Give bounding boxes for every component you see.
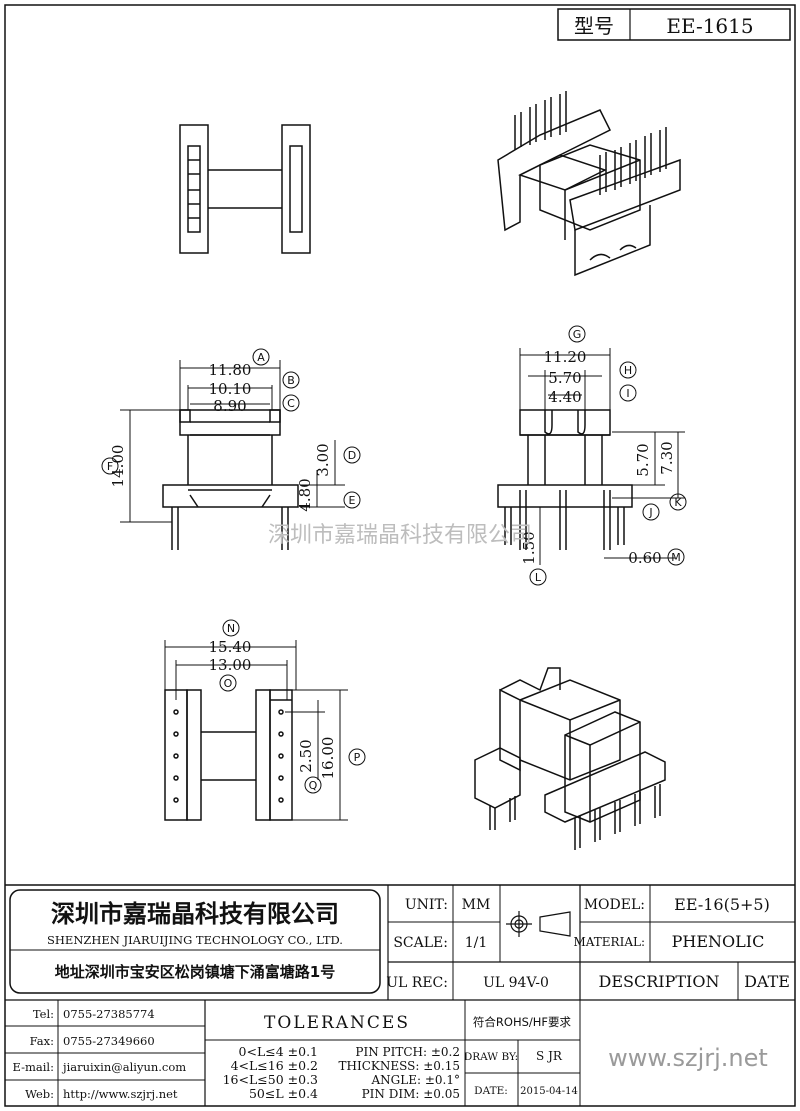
dim-G-value: 11.20 [544,348,587,366]
website-large[interactable]: www.szjrj.net [608,1044,768,1072]
dim-J-value: 5.70 [634,443,652,476]
isometric-view-top [497,91,681,277]
dim-Q-value: 2.50 [297,739,315,772]
tolerance-row-2: 4<L≤16 ±0.2 [231,1058,318,1073]
dim-P-value: 16.00 [319,737,337,780]
fax-value: 0755-27349660 [63,1034,155,1048]
dim-letter-labels-bottom: N O P Q [224,622,361,792]
dim-letter-J: J [648,506,652,519]
pin-tolerances: PIN PITCH: ±0.2 THICKNESS: ±0.15 ANGLE: … [339,1045,460,1101]
fax-label: Fax: [30,1034,54,1048]
dim-letter-M: M [671,551,681,564]
dim-letter-I: I [626,387,629,400]
isometric-view-bottom [474,667,666,850]
bottom-view-dimensions [164,640,348,821]
dim-O-value: 13.00 [209,656,252,674]
dim-letter-D: D [348,449,356,462]
draw-by-value: S JR [536,1049,563,1063]
dim-D-value: 3.00 [314,443,332,476]
dim-letter-O: O [224,677,233,690]
dim-letter-F: F [107,460,113,473]
model-box-label: 型号 [574,14,614,38]
pin-angle: ANGLE: ±0.1° [371,1073,460,1087]
top-view-drawing [179,124,311,254]
pin-dim: PIN DIM: ±0.05 [362,1087,460,1101]
dim-letters-bottom [219,619,366,794]
scale-label: SCALE: [393,935,448,951]
contact-block: Tel: 0755-27385774 Fax: 0755-27349660 E-… [13,1007,187,1101]
tolerance-ranges: 0<L≤4 ±0.1 4<L≤16 ±0.2 16<L≤50 ±0.3 50≤L… [223,1044,318,1101]
dim-E-value: 4.80 [296,478,314,511]
watermark-text: 深圳市嘉瑞晶科技有限公司 [268,523,532,548]
dim-K-value: 7.30 [658,441,676,474]
unit-label: UNIT: [405,897,448,913]
sheet-border [4,4,796,1107]
dim-C-value: 8.90 [213,397,246,415]
dim-letter-Q: Q [309,779,318,792]
company-name-en: SHENZHEN JIARUIJING TECHNOLOGY CO., LTD. [47,933,343,947]
material-label: MATERIAL: [573,935,645,949]
tel-label: Tel: [33,1007,54,1021]
dim-N-value: 15.40 [209,638,252,656]
tolerance-row-1: 0<L≤4 ±0.1 [239,1044,318,1059]
dim-letter-C: C [287,397,295,410]
dim-A-value: 11.80 [209,361,252,379]
rohs-note: 符合ROHS/HF要求 [473,1015,572,1029]
front-view-dimensions [120,360,345,523]
tel-value: 0755-27385774 [63,1007,155,1021]
dim-letter-B: B [287,374,295,387]
email-label: E-mail: [13,1060,55,1074]
web-value: http://www.szjrj.net [63,1087,178,1101]
ulrec-label: UL REC: [386,975,448,991]
projection-symbol-icon [506,911,571,937]
dim-letter-N: N [227,622,235,635]
draw-by-label: DRAW BY: [464,1051,518,1063]
side-view-drawing [497,409,633,550]
dim-letter-labels-side: G H I J K L M [535,328,682,584]
model-label: MODEL: [584,897,645,913]
model-box-value: EE-1615 [666,14,753,38]
dim-letter-G: G [573,328,582,341]
dim-letter-A: A [257,351,265,364]
side-view-dimensions [519,348,685,565]
model-value: EE-16(5+5) [674,895,770,914]
email-value: jiaruixin@aliyun.com [61,1060,186,1074]
dim-letter-E: E [349,494,356,507]
web-label: Web: [25,1087,54,1101]
date-value: 2015-04-14 [520,1086,578,1097]
dim-H-value: 5.70 [548,369,581,387]
pin-thickness: THICKNESS: ±0.15 [339,1059,460,1073]
date-header: DATE [744,972,790,991]
company-address: 地址深圳市宝安区松岗镇塘下涌富塘路1号 [55,963,335,981]
tolerance-row-4: 50≤L ±0.4 [249,1086,318,1101]
dim-letters-front [101,348,361,509]
bottom-view-drawing [164,689,293,821]
scale-value: 1/1 [465,935,488,951]
front-view-drawing [162,409,299,550]
dim-letter-P: P [354,751,361,764]
title-block [5,884,795,1106]
tolerances-title: TOLERANCES [264,1013,410,1033]
pin-pitch: PIN PITCH: ±0.2 [355,1045,460,1059]
tolerance-row-3: 16<L≤50 ±0.3 [223,1072,318,1087]
dim-letter-H: H [624,364,632,377]
model-number-box: 型号 EE-1615 [557,8,791,41]
ulrec-value: UL 94V-0 [483,975,549,991]
unit-value: MM [462,897,491,913]
description-header: DESCRIPTION [599,972,720,991]
dim-letters-side [529,325,687,586]
material-value: PHENOLIC [672,932,765,951]
dim-L-value: 1.50 [520,531,538,564]
date-label: DATE: [474,1085,508,1097]
dim-letter-L: L [535,571,542,584]
company-name-cn: 深圳市嘉瑞晶科技有限公司 [51,900,339,928]
dim-B-value: 10.10 [209,380,252,398]
dim-letter-labels-front: A B C F D E [107,351,356,507]
dim-I-value: 4.40 [548,388,581,406]
dim-M-value: 0.60 [628,549,661,567]
dim-letter-K: K [674,496,682,509]
